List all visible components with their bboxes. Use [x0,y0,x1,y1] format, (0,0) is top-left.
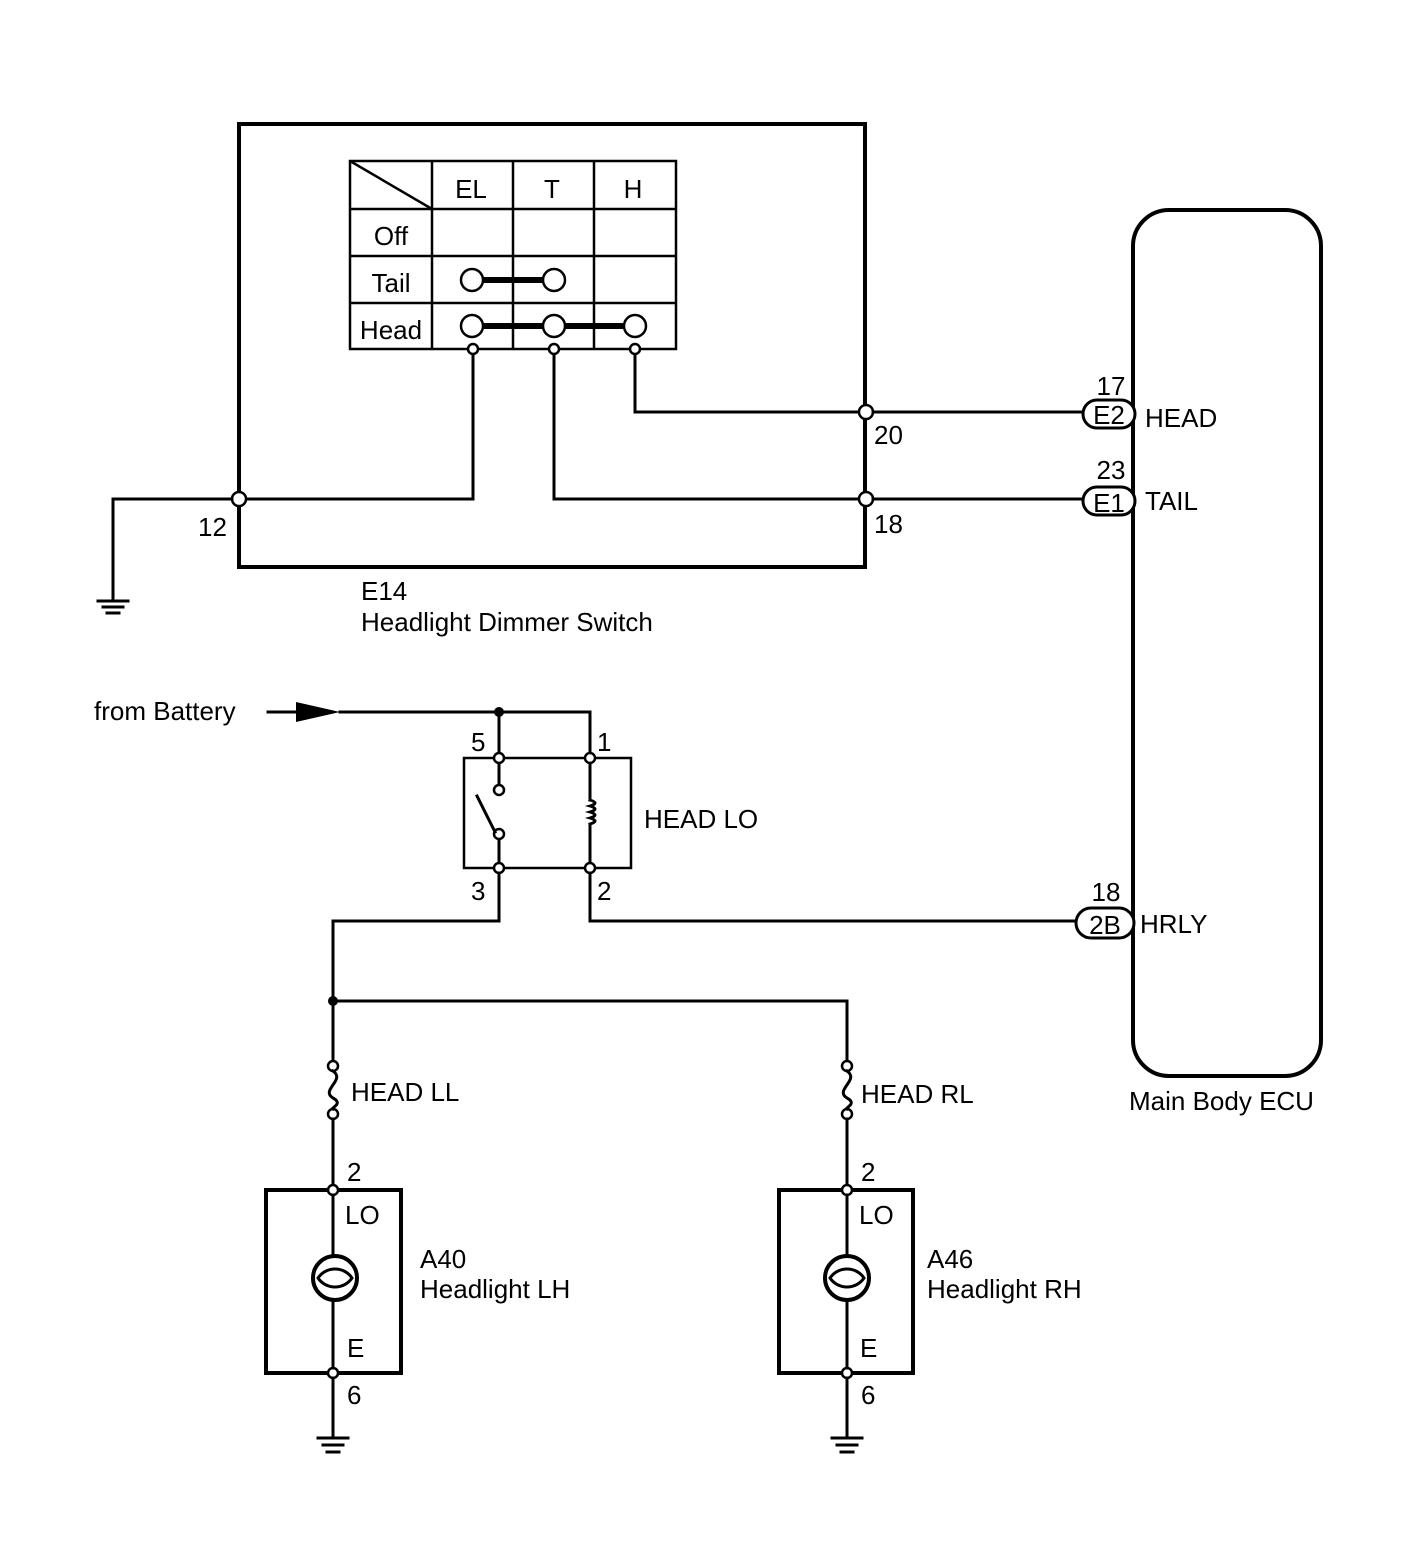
relay-body [462,756,633,870]
row-head-label: Head [360,315,422,345]
headlight-lh-pin-2: 2 [347,1157,361,1187]
dimmer-switch: EL T H Off Tail Head [198,122,903,637]
ground-icon [96,497,234,615]
pin-18-terminal [857,490,875,508]
head-continuity [459,313,648,339]
ecu-signal-hrly: HRLY [1140,909,1207,939]
main-body-ecu: E2 17 HEAD E1 23 TAIL 2B 18 HRLY Main Bo… [1074,208,1323,1116]
pin-12-label: 12 [198,512,227,542]
headlight-rh-pin-6: 6 [861,1380,875,1410]
headlight-rh-lo-label: LO [859,1200,894,1230]
bulb-icon [823,1254,871,1302]
fuse-head-rl: HEAD RL [840,1059,974,1188]
relay-pin-1: 1 [597,727,611,757]
headlight-rh: LO E 2 6 A46 Headlight RH [777,1157,1082,1454]
headlight-rh-e-label: E [860,1333,877,1363]
relay-pin-3: 3 [471,876,485,906]
ecu-signal-tail: TAIL [1145,486,1198,516]
ecu-connector-e1: E1 [1093,488,1125,518]
fuse-icon [841,1068,853,1111]
relay-coil-icon [584,798,597,826]
tail-continuity [459,267,567,293]
row-tail-label: Tail [371,268,410,298]
fuse-ll-label: HEAD LL [351,1077,459,1107]
headlight-lh-name: Headlight LH [420,1274,570,1304]
dimmer-switch-body [237,122,867,569]
ground-icon [830,1376,864,1454]
column-el-label: EL [455,174,487,204]
headlight-lh-connector: A40 [420,1244,466,1274]
pin-20-terminal [857,403,875,421]
headlight-rh-connector: A46 [927,1244,973,1274]
fuse-icon [327,1068,339,1111]
arrow-right-icon [296,702,340,722]
headlight-lh-e-label: E [347,1333,364,1363]
pin-12-terminal [230,490,248,508]
battery-feed: from Battery [94,696,592,760]
ecu-body [1131,208,1323,1078]
headlight-rh-name: Headlight RH [927,1274,1082,1304]
ecu-connector-e2: E2 [1093,400,1125,430]
ecu-pin-17: 17 [1097,371,1126,401]
headlight-rh-pin-2: 2 [861,1157,875,1187]
pin-20-label: 20 [874,420,903,450]
headlight-lh-lo-label: LO [345,1200,380,1230]
battery-label: from Battery [94,696,236,726]
relay-pin-5: 5 [471,727,485,757]
fuse-head-ll: HEAD LL [326,1059,459,1188]
ecu-name-label: Main Body ECU [1129,1086,1314,1116]
switch-connector-label: E14 [361,576,407,606]
bulb-icon [311,1254,359,1302]
headlight-lh-pin-6: 6 [347,1380,361,1410]
ecu-pin-18: 18 [1092,877,1121,907]
ecu-pin-23: 23 [1097,455,1126,485]
relay-name-label: HEAD LO [644,804,758,834]
head-lo-relay: 5 1 3 2 HEAD LO [462,727,758,906]
relay-contact [474,793,498,835]
ground-icon [316,1376,350,1454]
ecu-connector-2b: 2B [1089,910,1121,940]
relay-pin-2: 2 [597,876,611,906]
column-t-label: T [544,174,560,204]
headlight-lh: LO E 2 6 A40 Headlight LH [264,1157,570,1454]
switch-position-table: EL T H Off Tail Head [348,159,678,351]
ecu-signal-head: HEAD [1145,403,1217,433]
row-off-label: Off [374,221,409,251]
ecu-terminal-head: E2 17 HEAD [1081,371,1217,433]
column-h-label: H [624,174,643,204]
pin-18-label: 18 [874,509,903,539]
fuse-rl-label: HEAD RL [861,1079,974,1109]
ecu-terminal-hrly: 2B 18 HRLY [1074,877,1207,940]
ecu-terminal-tail: E1 23 TAIL [1081,455,1198,518]
switch-name-label: Headlight Dimmer Switch [361,607,653,637]
